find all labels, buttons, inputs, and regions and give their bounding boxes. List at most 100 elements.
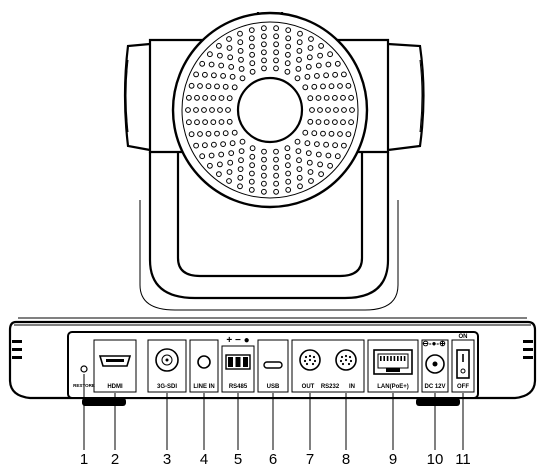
speaker-dot [261,41,267,48]
yoke-arms [139,152,399,311]
right-vent-slots [523,340,533,359]
speaker-dot [207,51,213,58]
callout-number-4: 4 [200,451,208,467]
speaker-dot [284,145,291,152]
lan-pin [397,356,399,361]
speaker-dot [273,33,280,40]
rs232-label: RS232 [321,384,340,390]
speaker-dot [185,107,191,113]
speaker-dot [285,178,292,185]
speaker-dot [261,188,267,195]
speaker-dot [318,43,325,49]
line-in-jack [197,355,211,369]
speaker-dot [315,62,322,69]
speaker-dot [249,60,256,67]
speaker-dot [217,52,223,59]
speaker-dot [248,187,255,193]
speaker-dot [188,82,195,89]
din-pin [344,354,348,358]
speaker-dot [248,27,255,34]
speaker-dot [294,138,301,145]
speaker-dot [228,64,235,70]
right-side-pod [387,42,425,152]
lan-pin [390,356,392,361]
din-pin [308,358,312,362]
speaker-dot [309,107,315,113]
speaker-dot [229,73,236,80]
lan-pin [403,356,406,361]
speaker-dot [194,94,200,101]
speaker-dot [249,51,256,58]
speaker-dot [225,107,231,113]
speaker-dot [197,131,203,137]
din-pin [348,355,352,359]
speaker-dot [285,51,291,58]
speaker-dot [302,129,309,136]
speaker-dot [226,118,233,125]
hdmi-label: HDMI [107,384,123,390]
speaker-dot [317,161,324,168]
speaker-dot [285,162,291,169]
speaker-dot [261,25,267,32]
speaker-dot [328,83,335,90]
speaker-dot [261,49,267,56]
speaker-dot [205,83,212,90]
speaker-dot [202,71,208,78]
callout-number-2: 2 [111,451,119,467]
callout-number-3: 3 [163,451,171,467]
speaker-dot [273,164,280,171]
speaker-dot [296,166,303,173]
foot-left [82,398,126,406]
speaker-dot [199,60,206,67]
speaker-dot [323,141,330,148]
speaker-dot [345,131,352,138]
switch-on-label: ON [459,334,468,340]
speaker-dot [317,52,324,59]
speaker-dot [218,151,225,158]
speaker-dot [218,95,225,101]
speaker-dot [249,43,255,50]
speaker-dot [320,83,326,90]
speaker-dot [337,131,343,137]
speaker-dot [308,178,314,184]
speaker-dot [237,166,244,173]
speaker-dot [208,61,215,68]
speaker-dot [334,153,341,160]
speaker-dot [273,148,279,155]
speaker-dot [202,95,209,101]
speaker-dot [226,36,232,42]
rs485-polarity: + − ● [226,335,249,346]
lan-label: LAN(PoE+) [377,384,409,390]
speaker-dot [217,107,223,113]
speaker-dot [214,130,220,137]
speaker-dot [249,145,256,152]
callout-number-9: 9 [389,451,397,467]
speaker-dot [307,118,314,125]
speaker-dot [273,180,280,187]
speaker-dot [237,30,243,37]
lan-pin [400,356,402,361]
speaker-dot [237,174,244,181]
speaker-dot [220,141,227,148]
speaker-dot [296,48,303,54]
rs232-out-label: OUT [302,384,315,390]
lan-pin [386,356,389,361]
speaker-dot [334,60,341,67]
foot-right [416,398,460,406]
speaker-dot [314,73,320,79]
speaker-dot [348,119,355,126]
speaker-dot [248,35,255,42]
speaker-dot [296,174,303,181]
speaker-dot [302,84,309,91]
speaker-dot [261,172,267,179]
speaker-dot [197,83,203,89]
speaker-dot [218,62,225,69]
speaker-dot [296,157,302,164]
rs232-in-label: IN [349,384,355,390]
din-pin [349,359,353,363]
din-pin [341,362,345,366]
din-pin [313,359,317,363]
speaker-dot [211,72,217,79]
left-side-pod [123,42,151,152]
din-pin [340,355,344,359]
